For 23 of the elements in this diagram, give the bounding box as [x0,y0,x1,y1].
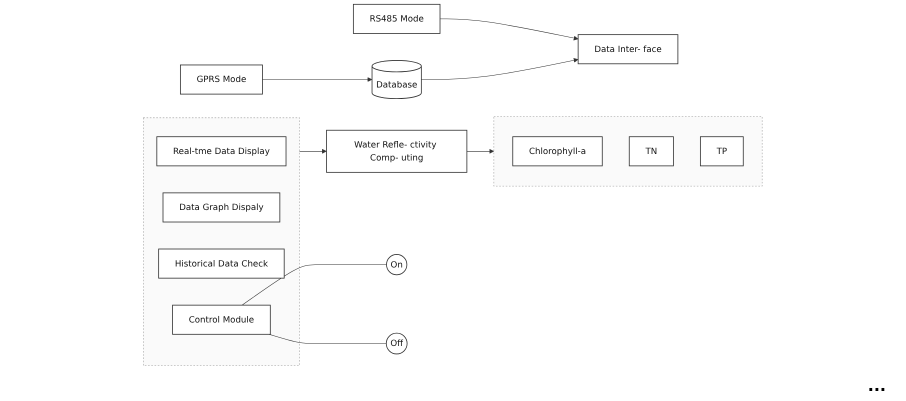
connector [242,264,388,306]
node-box: Historical Data Check [158,248,285,279]
arrow [262,77,372,82]
node-circle: Off [386,332,408,354]
connector [269,334,387,344]
arrow [440,18,579,40]
node-box: Control Module [172,304,271,335]
node-box: Data Inter- face [578,34,679,64]
cluster [143,118,300,366]
cluster [494,116,763,186]
node-box: Chlorophyll-a [512,136,603,166]
arrow [300,148,327,154]
node-box: Real-tme Data Display [156,136,287,166]
node-box: TP [700,136,744,166]
node-box: Data Graph Dispaly [162,192,280,222]
node-circle: On [386,254,408,276]
node-box: Water Refle- ctivity Comp- uting [326,130,468,173]
arrow [421,58,579,80]
node-box: GPRS Mode [180,64,264,95]
node-box: RS485 Mode [353,4,441,34]
arrow [466,148,494,154]
ellipsis-text: ... [868,376,886,395]
node-box: TN [629,136,674,166]
